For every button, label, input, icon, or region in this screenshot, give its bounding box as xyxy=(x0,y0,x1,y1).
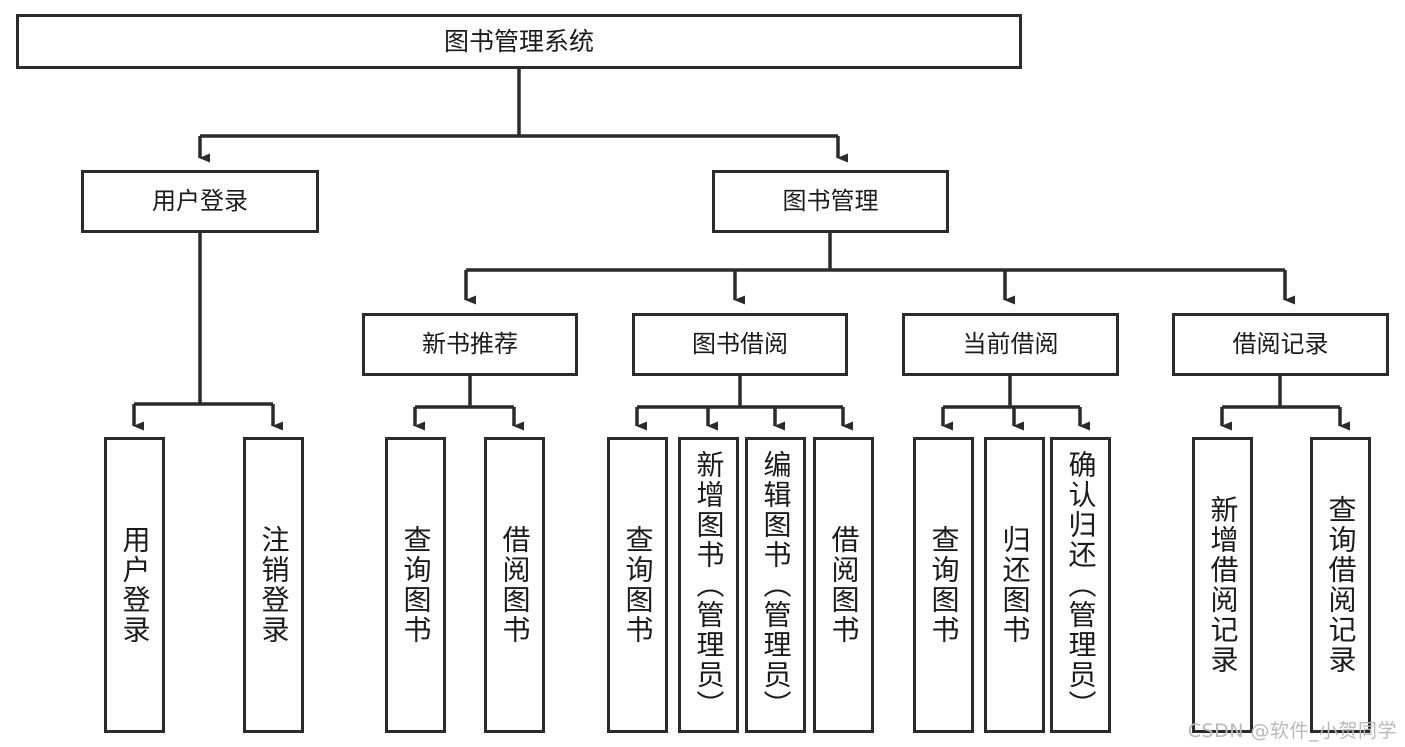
node-leaf-query-book-3[interactable]: 查询图书 xyxy=(913,437,974,733)
node-leaf-user-login-label: 用户登录 xyxy=(118,525,152,645)
node-book-borrow[interactable]: 图书借阅 xyxy=(632,313,848,376)
node-leaf-borrow-book-2[interactable]: 借阅图书 xyxy=(813,437,874,733)
node-user-login[interactable]: 用户登录 xyxy=(81,170,319,233)
node-leaf-query-book-3-label: 查询图书 xyxy=(927,525,961,645)
node-leaf-confirm-return-admin-label: 确认归还（管理员） xyxy=(1064,450,1098,720)
node-leaf-query-book-1-label: 查询图书 xyxy=(399,525,433,645)
node-current-borrow-label: 当前借阅 xyxy=(962,330,1059,359)
node-leaf-query-book-2[interactable]: 查询图书 xyxy=(607,437,668,733)
node-leaf-add-borrow-record[interactable]: 新增借阅记录 xyxy=(1192,437,1253,733)
node-user-login-label: 用户登录 xyxy=(152,187,248,216)
node-new-book-recommend-label: 新书推荐 xyxy=(422,330,518,359)
node-root-label: 图书管理系统 xyxy=(443,26,594,56)
node-leaf-user-login[interactable]: 用户登录 xyxy=(104,437,165,733)
node-leaf-add-book-admin[interactable]: 新增图书（管理员） xyxy=(678,437,739,733)
node-leaf-logout-login[interactable]: 注销登录 xyxy=(243,437,304,733)
node-leaf-add-book-admin-label: 新增图书（管理员） xyxy=(692,450,726,720)
node-leaf-query-book-2-label: 查询图书 xyxy=(621,525,655,645)
node-leaf-borrow-book-2-label: 借阅图书 xyxy=(827,525,861,645)
node-borrow-record[interactable]: 借阅记录 xyxy=(1172,313,1389,376)
node-root[interactable]: 图书管理系统 xyxy=(16,14,1022,69)
node-borrow-record-label: 借阅记录 xyxy=(1232,330,1329,359)
node-book-management[interactable]: 图书管理 xyxy=(712,170,949,233)
node-book-borrow-label: 图书借阅 xyxy=(692,330,788,359)
node-leaf-return-book[interactable]: 归还图书 xyxy=(984,437,1045,733)
node-book-management-label: 图书管理 xyxy=(782,187,879,216)
node-current-borrow[interactable]: 当前借阅 xyxy=(902,313,1119,376)
node-leaf-edit-book-admin-label: 编辑图书（管理员） xyxy=(759,450,793,720)
csdn-watermark: CSDN @软件_小贺同学 xyxy=(1187,720,1397,742)
node-leaf-return-book-label: 归还图书 xyxy=(998,525,1032,645)
node-leaf-query-book-1[interactable]: 查询图书 xyxy=(385,437,446,733)
node-leaf-borrow-book-1[interactable]: 借阅图书 xyxy=(484,437,545,733)
node-leaf-confirm-return-admin[interactable]: 确认归还（管理员） xyxy=(1050,437,1111,733)
node-leaf-query-borrow-record[interactable]: 查询借阅记录 xyxy=(1310,437,1371,733)
node-leaf-logout-login-label: 注销登录 xyxy=(257,525,291,645)
node-leaf-add-borrow-record-label: 新增借阅记录 xyxy=(1206,495,1240,675)
node-new-book-recommend[interactable]: 新书推荐 xyxy=(362,313,578,376)
node-leaf-query-borrow-record-label: 查询借阅记录 xyxy=(1324,495,1358,675)
node-leaf-edit-book-admin[interactable]: 编辑图书（管理员） xyxy=(745,437,806,733)
node-leaf-borrow-book-1-label: 借阅图书 xyxy=(498,525,532,645)
